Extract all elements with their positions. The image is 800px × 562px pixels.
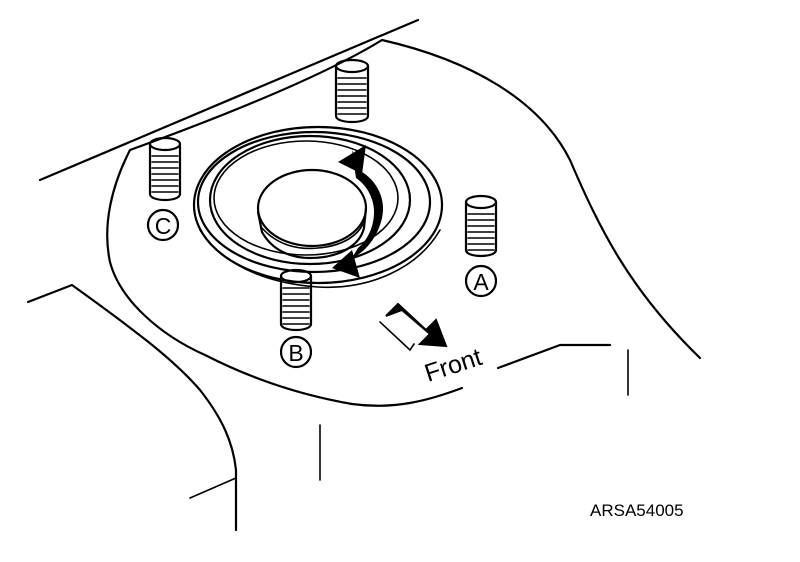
- stud-label-b-text: B: [288, 340, 303, 366]
- stud-label-b: B: [279, 335, 313, 369]
- strut-mount-ring: [192, 125, 444, 289]
- rotation-arrow-icon: [332, 145, 384, 278]
- stud-label-c: C: [146, 208, 180, 242]
- stud-label-a: A: [464, 264, 498, 298]
- stud-b: [279, 268, 313, 332]
- stud-label-a-text: A: [473, 269, 489, 295]
- body-panel: [26, 18, 702, 532]
- stud-c: [148, 136, 182, 202]
- stud-label-c-text: C: [155, 213, 172, 239]
- front-label: Front: [421, 343, 485, 388]
- center-bushing: [256, 168, 368, 260]
- figure-code: ARSA54005: [590, 501, 684, 520]
- stud-a: [464, 194, 498, 258]
- front-arrow-icon: [379, 302, 448, 352]
- stud-top: [334, 58, 370, 124]
